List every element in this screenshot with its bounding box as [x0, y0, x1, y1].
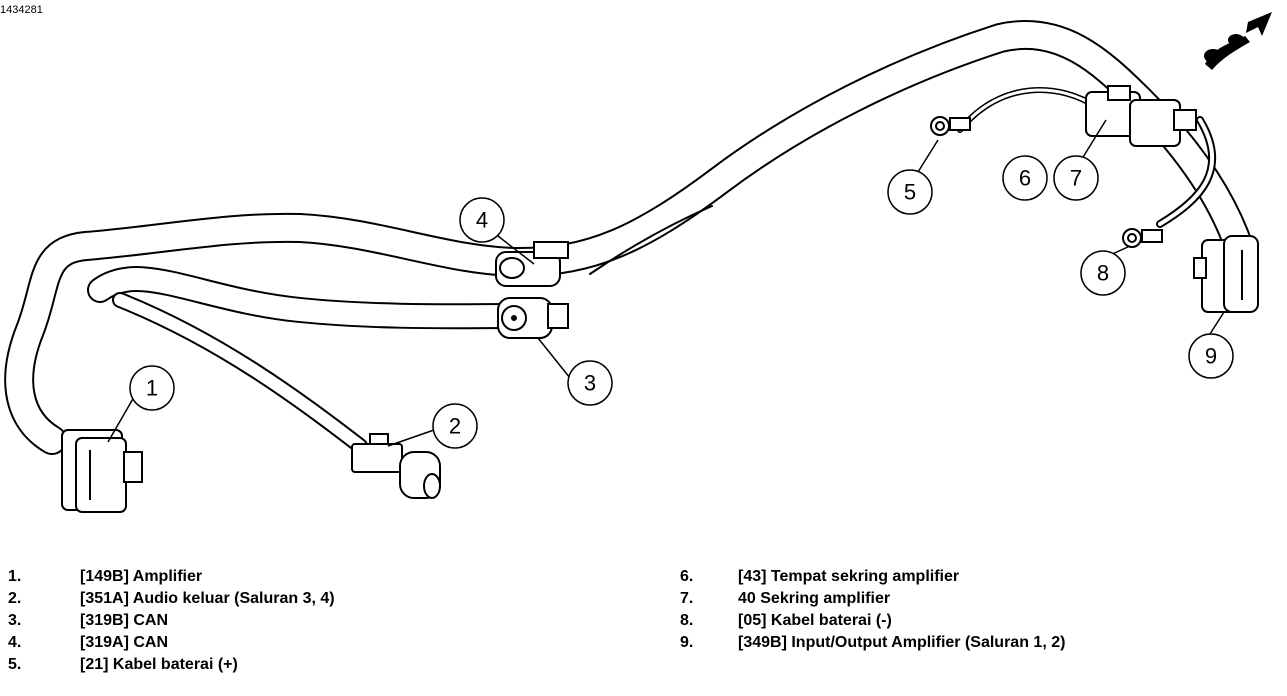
callout-5: 5 [904, 180, 916, 205]
legend-item: 5. [21] Kabel baterai (+) [8, 654, 335, 676]
legend-text: 40 Sekring amplifier [738, 590, 891, 607]
legend-text: [05] Kabel baterai (-) [738, 612, 892, 629]
connector-audio-out-351a [351, 433, 441, 499]
legend-item: 2. [351A] Audio keluar (Saluran 3, 4) [8, 588, 335, 610]
harness-trunk [4, 19, 1255, 455]
connector-can-319b [497, 297, 569, 339]
connector-io-349b [1193, 235, 1259, 313]
legend-left-column: 1. [149B] Amplifier 2. [351A] Audio keluar… [8, 566, 335, 676]
fuse-holder [1085, 85, 1197, 147]
legend-text: [43] Tempat sekring amplifier [738, 568, 960, 585]
legend-number: 3. [8, 612, 22, 629]
legend-item: 1. [149B] Amplifier [8, 566, 335, 588]
legend-text: [149B] Amplifier [80, 568, 203, 585]
legend-number: 9. [680, 634, 694, 651]
callout-3: 3 [584, 371, 596, 396]
connector-amplifier-149b [61, 429, 143, 513]
callouts [107, 119, 1234, 449]
legend-number: 6. [680, 568, 694, 585]
connector-can-319a [495, 241, 569, 287]
callout-7: 7 [1070, 166, 1082, 191]
callout-9: 9 [1205, 344, 1217, 369]
legend-number: 8. [680, 612, 694, 629]
legend-text: [319B] CAN [80, 612, 169, 629]
ring-terminal-battery-positive [930, 116, 971, 136]
callout-6: 6 [1019, 166, 1031, 191]
motorcycle-arrow-icon [1204, 12, 1272, 70]
legend-item: 9. [349B] Input/Output Amplifier (Saluran… [680, 632, 1065, 654]
legend-number: 4. [8, 634, 22, 651]
ring-terminal-battery-negative [1122, 228, 1163, 248]
callout-4: 4 [476, 208, 488, 233]
legend-number: 1. [8, 568, 22, 585]
callout-1: 1 [146, 376, 158, 401]
figure-id: 1434281 [0, 4, 43, 16]
callout-2: 2 [449, 414, 461, 439]
legend-text: [21] Kabel baterai (+) [80, 656, 238, 673]
callout-8: 8 [1097, 261, 1109, 286]
legend-item: 6. [43] Tempat sekring amplifier [680, 566, 1065, 588]
legend-item: 8. [05] Kabel baterai (-) [680, 610, 1065, 632]
legend-text: [319A] CAN [80, 634, 169, 651]
legend-item: 7. 40 Sekring amplifier [680, 588, 1065, 610]
wiring-harness-diagram: 1 2 3 4 5 6 7 8 9 [4, 12, 1272, 513]
legend-text: [351A] Audio keluar (Saluran 3, 4) [80, 590, 335, 607]
legend-text: [349B] Input/Output Amplifier (Saluran 1… [738, 634, 1066, 651]
callout-numbers: 1 2 3 4 5 6 7 8 9 [146, 166, 1217, 439]
legend-right-column: 6. [43] Tempat sekring amplifier 7. 40 Sek… [680, 566, 1065, 654]
legend-number: 2. [8, 590, 22, 607]
legend-item: 4. [319A] CAN [8, 632, 335, 654]
legend-number: 7. [680, 590, 694, 607]
legend-item: 3. [319B] CAN [8, 610, 335, 632]
legend-number: 5. [8, 656, 22, 673]
